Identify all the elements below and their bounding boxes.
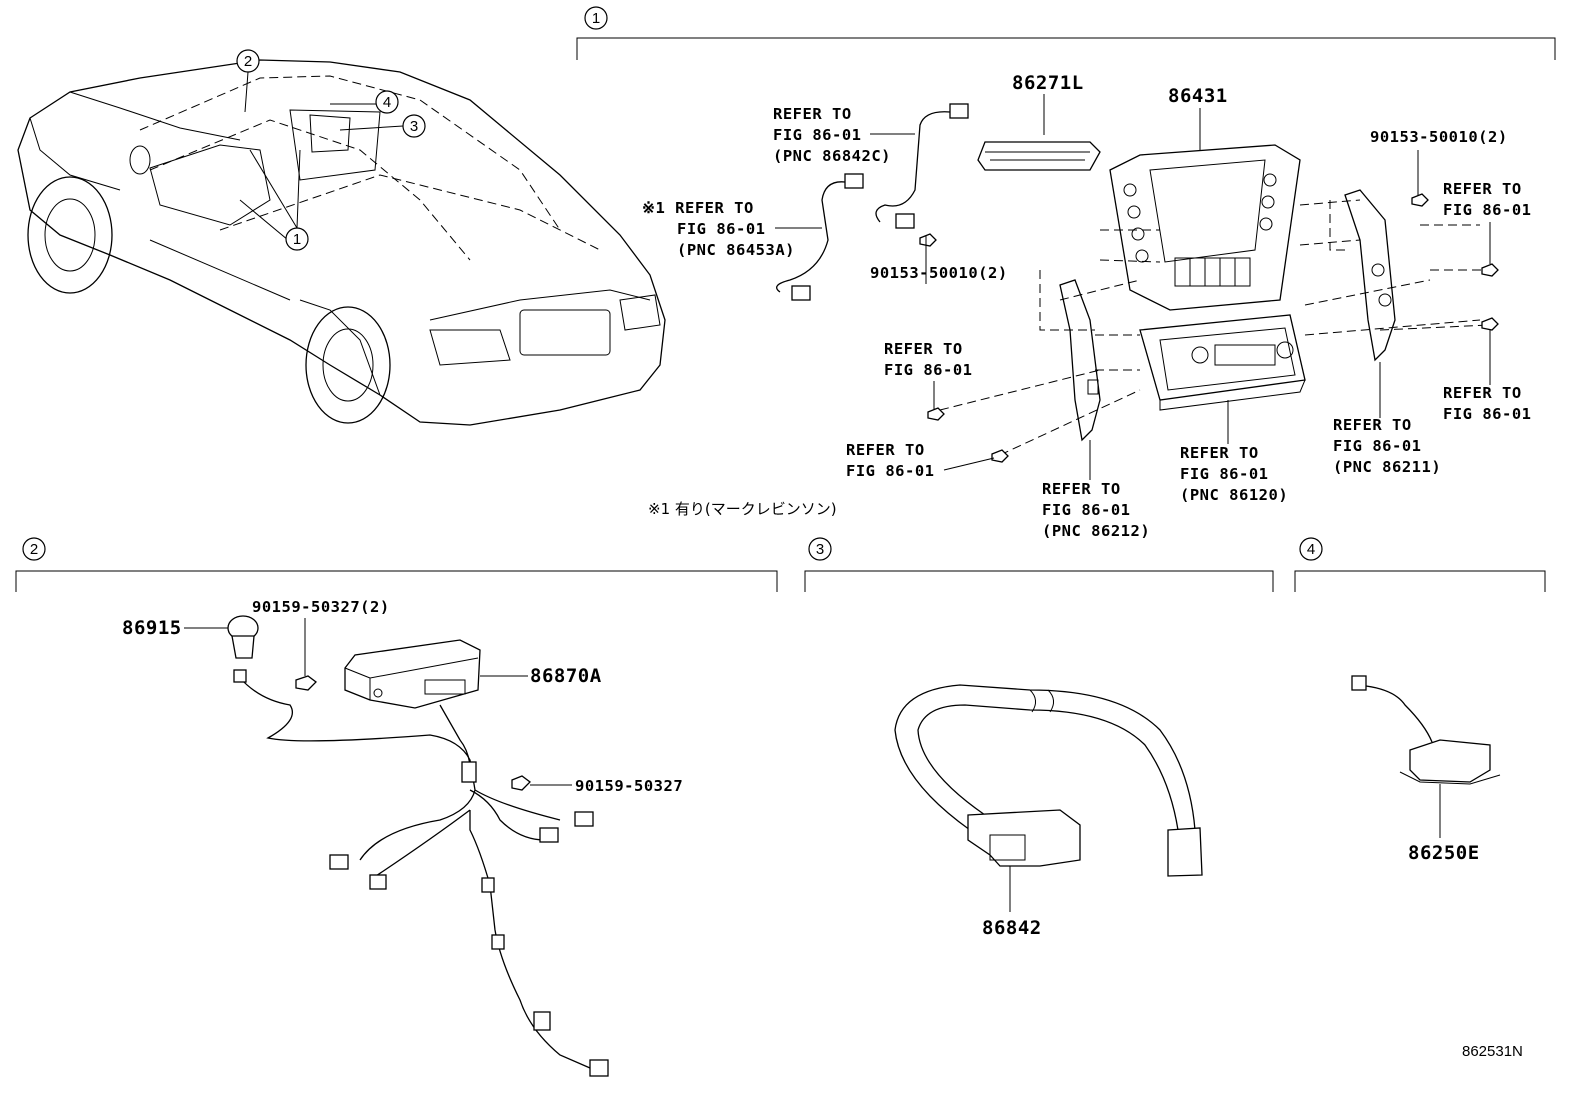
bolt-label-90153-right: 90153-50010(2) <box>1370 128 1508 146</box>
left-bracket-86212 <box>1059 279 1101 442</box>
audio-head-unit <box>1139 314 1306 411</box>
svg-text:FIG 86-01: FIG 86-01 <box>846 462 935 480</box>
car-callout-4: 4 <box>383 94 391 111</box>
svg-text:※1 REFER TO: ※1 REFER TO <box>642 199 754 217</box>
svg-text:FIG 86-01: FIG 86-01 <box>1333 437 1422 455</box>
refer-label-86211: REFER TO FIG 86-01 (PNC 86211) <box>1333 362 1441 476</box>
svg-text:(PNC 86212): (PNC 86212) <box>1042 522 1150 540</box>
module-86870A <box>344 639 481 709</box>
section-1: 1 86271L 86431 <box>576 6 1556 540</box>
refer-label-lower-bolt: REFER TO FIG 86-01 <box>846 441 995 480</box>
bolt-90153-left <box>919 233 937 247</box>
svg-text:REFER TO: REFER TO <box>1333 416 1412 434</box>
svg-text:REFER TO: REFER TO <box>884 340 963 358</box>
svg-text:FIG 86-01: FIG 86-01 <box>1042 501 1131 519</box>
svg-text:FIG 86-01: FIG 86-01 <box>1180 465 1269 483</box>
refer-label-86120: REFER TO FIG 86-01 (PNC 86120) <box>1180 400 1288 504</box>
bolt-label-90153-left: 90153-50010(2) <box>870 264 1008 282</box>
refer-label-right-top: REFER TO FIG 86-01 <box>1443 180 1532 264</box>
bolt-label-90159-50327: 90159-50327 <box>575 777 683 795</box>
cable-86453A <box>776 173 864 301</box>
cable-86842C <box>875 103 969 229</box>
svg-text:FIG 86-01: FIG 86-01 <box>773 126 862 144</box>
bolt-90153-right <box>1411 193 1429 207</box>
section-2-bracket <box>15 570 778 592</box>
display-unit-86431 <box>1109 144 1301 311</box>
refer-label-86842C: REFER TO FIG 86-01 (PNC 86842C) <box>773 105 915 165</box>
svg-text:REFER TO: REFER TO <box>773 105 852 123</box>
refer-label-right-bottom: REFER TO FIG 86-01 <box>1443 330 1532 423</box>
bolt-label-90159-50327-2: 90159-50327(2) <box>252 598 390 616</box>
part-86431-label: 86431 <box>1168 85 1228 107</box>
svg-text:FIG 86-01: FIG 86-01 <box>1443 405 1532 423</box>
svg-text:FIG 86-01: FIG 86-01 <box>677 220 766 238</box>
refer-label-86212: REFER TO FIG 86-01 (PNC 86212) <box>1042 440 1150 540</box>
navigation-computer-86271L <box>977 141 1101 171</box>
section-1-marker: 1 <box>592 10 600 27</box>
antenna-amplifier-86250E <box>1351 675 1501 785</box>
microphone-86915 <box>227 615 259 659</box>
section-4: 4 86250E <box>1294 537 1546 864</box>
svg-text:REFER TO: REFER TO <box>1042 480 1121 498</box>
part-86842-label: 86842 <box>982 917 1042 939</box>
section-2-marker: 2 <box>30 541 38 558</box>
section-3-marker: 3 <box>816 541 824 558</box>
section-1-bracket <box>576 37 1556 60</box>
car-callout-1: 1 <box>293 231 301 248</box>
svg-text:FIG 86-01: FIG 86-01 <box>1443 201 1532 219</box>
svg-text:REFER TO: REFER TO <box>1443 180 1522 198</box>
section-4-marker: 4 <box>1307 541 1315 558</box>
wire-harness <box>233 669 609 1077</box>
illustration-id: 862531N <box>1462 1043 1523 1060</box>
cable-86842 <box>894 684 1203 877</box>
car-callout-3: 3 <box>410 118 418 135</box>
section-3-bracket <box>804 570 1274 592</box>
section-4-bracket <box>1294 570 1546 592</box>
svg-text:(PNC 86120): (PNC 86120) <box>1180 486 1288 504</box>
svg-text:REFER TO: REFER TO <box>1443 384 1522 402</box>
part-86870A-label: 86870A <box>530 665 602 687</box>
svg-text:(PNC 86842C): (PNC 86842C) <box>773 147 891 165</box>
bolt-90159-50327 <box>511 775 531 791</box>
bolt-90159-50327-2 <box>295 675 317 691</box>
svg-text:REFER TO: REFER TO <box>1180 444 1259 462</box>
right-bracket-86211 <box>1344 189 1396 362</box>
section-2: 2 86915 90159-50327(2) 86870A 90159-5032… <box>15 537 778 1077</box>
footnote-mark-levinson: ※1 有り(マークレビンソン) <box>648 500 837 518</box>
section-3: 3 86842 <box>804 537 1274 939</box>
car-callout-2: 2 <box>244 53 252 70</box>
part-86915-label: 86915 <box>122 617 182 639</box>
car-overview-illustration: 2 4 3 1 <box>17 49 666 426</box>
refer-label-86453A: ※1 REFER TO FIG 86-01 (PNC 86453A) <box>642 199 822 259</box>
svg-text:(PNC 86453A): (PNC 86453A) <box>677 241 795 259</box>
svg-text:(PNC 86211): (PNC 86211) <box>1333 458 1441 476</box>
refer-label-left-bolt: REFER TO FIG 86-01 <box>884 340 973 410</box>
svg-text:REFER TO: REFER TO <box>846 441 925 459</box>
part-86271L-label: 86271L <box>1012 72 1084 94</box>
svg-text:FIG 86-01: FIG 86-01 <box>884 361 973 379</box>
part-86250E-label: 86250E <box>1408 842 1480 864</box>
